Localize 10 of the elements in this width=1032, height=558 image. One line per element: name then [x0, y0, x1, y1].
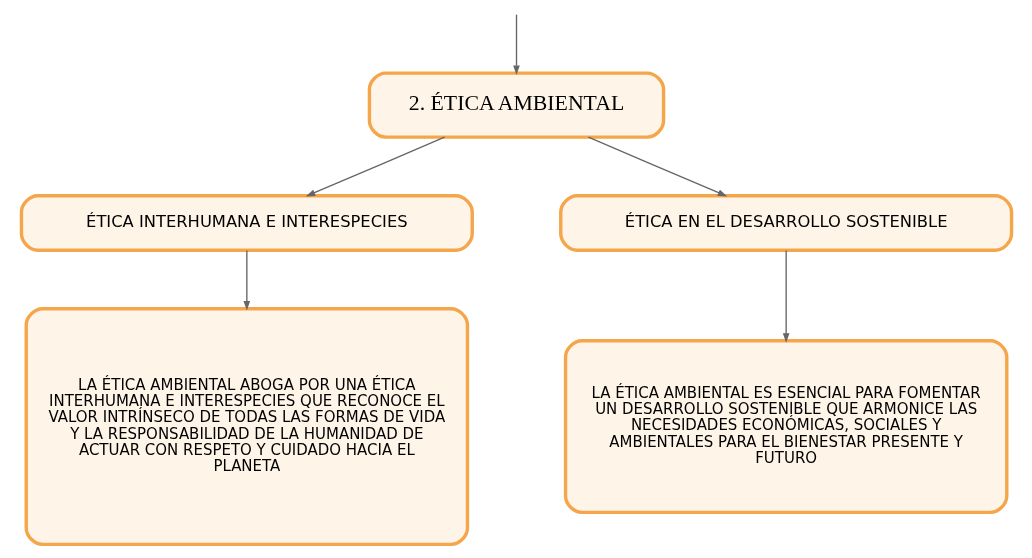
node-box: ÉTICA INTERHUMANA E INTERESPECIES	[19, 194, 474, 252]
arrow	[305, 136, 445, 197]
arrow	[243, 249, 250, 311]
arrow	[587, 136, 727, 197]
node-box: LA ÉTICA AMBIENTAL ABOGA POR UNA ÉTICA INTERHUMANA E INTERESPECIES QUE RECONOCE EL VALOR INTRÍNSECO DE TODAS LAS FORMAS DE VIDA Y LA RESPONSABILIDAD DE LA HUMANIDAD DE ACTUAR CON RESPETO Y CUIDADO HACIA EL PLANETA	[24, 307, 469, 547]
node-box: 2. ÉTICA AMBIENTAL	[367, 71, 665, 139]
arrow	[512, 14, 520, 75]
node-box: LA ÉTICA AMBIENTAL ES ESENCIAL PARA FOMENTAR UN DESARROLLO SOSTENIBLE QUE ARMONICE LAS NECESIDADES ECONÓMICAS, SOCIALES Y AMBIENTALES PARA EL BIENESTAR PRESENTE Y FUTURO	[563, 339, 1008, 515]
node-box: ÉTICA EN EL DESARROLLO SOSTENIBLE	[558, 194, 1013, 252]
arrow	[782, 249, 789, 343]
